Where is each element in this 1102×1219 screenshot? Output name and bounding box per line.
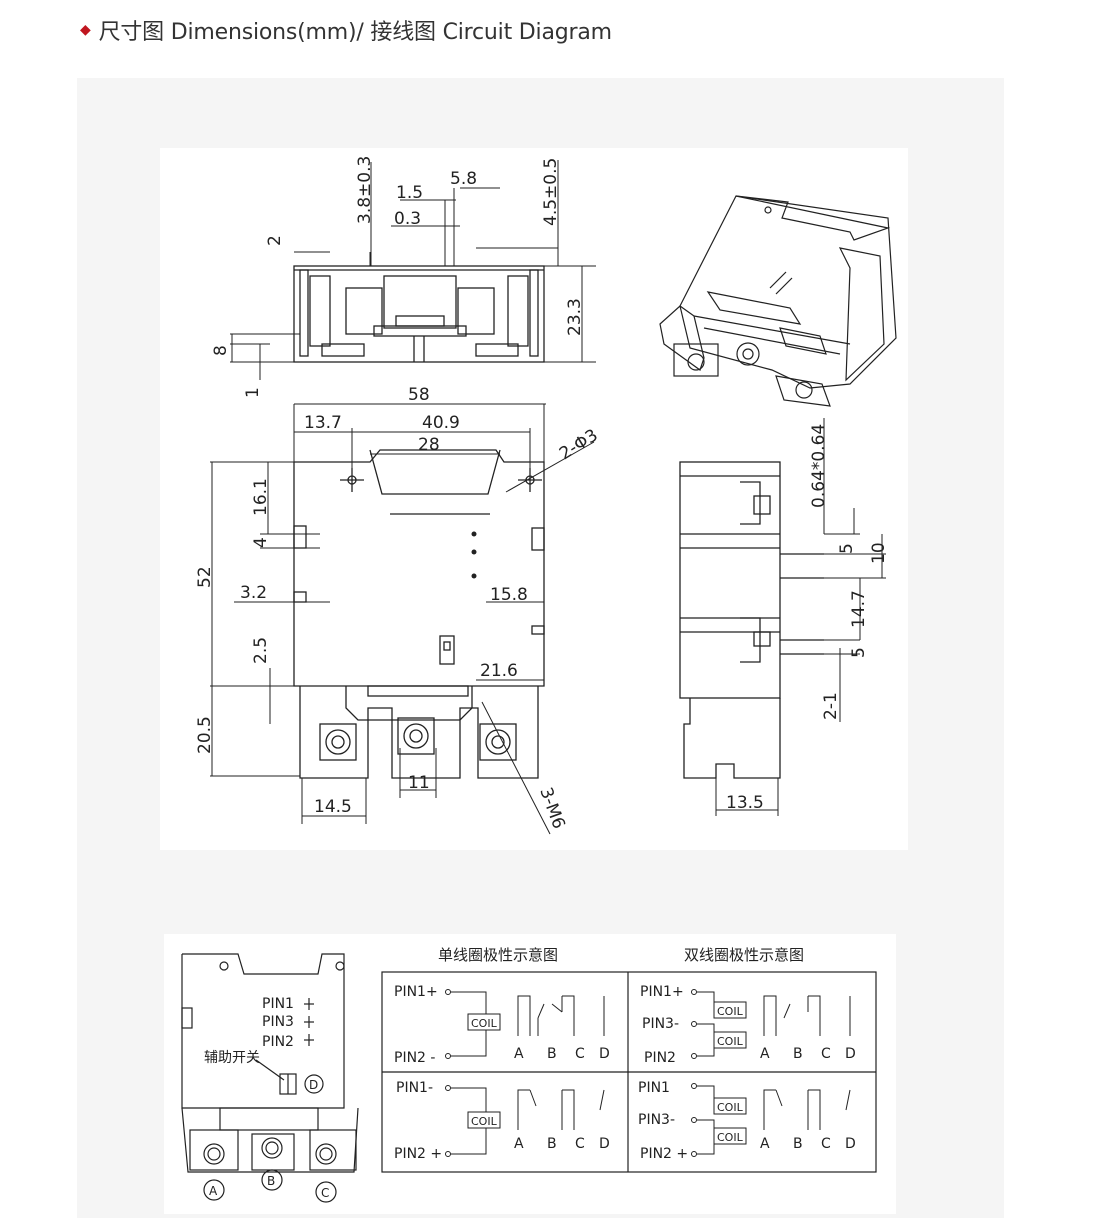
dim-0-3: 0.3 xyxy=(394,209,421,229)
double-bottom-contact-b: B xyxy=(793,1136,803,1152)
dim-13-5: 13.5 xyxy=(726,793,764,813)
dim-2-5: 2.5 xyxy=(251,637,271,664)
dim-1-5: 1.5 xyxy=(396,183,423,203)
dim-14-7: 14.7 xyxy=(849,590,869,628)
dim-15-8: 15.8 xyxy=(490,585,528,605)
double-bottom-contact-a: A xyxy=(760,1136,770,1152)
single-top-cell xyxy=(445,989,605,1059)
double-bottom-coil-1: COIL xyxy=(717,1101,744,1114)
section-heading: ◆ 尺寸图 Dimensions(mm)/ 接线图 Circuit Diagra… xyxy=(80,14,612,46)
dim-40-9: 40.9 xyxy=(422,413,460,433)
dim-4-5: 4.5±0.5 xyxy=(541,158,561,226)
dim-pin-size: 0.64*0.64 xyxy=(809,424,829,508)
diamond-bullet-icon: ◆ xyxy=(80,22,91,38)
top-view xyxy=(293,449,545,779)
terminal-b-marker: B xyxy=(267,1174,275,1188)
dim-14-5: 14.5 xyxy=(314,797,352,817)
single-bottom-pin1: PIN1- xyxy=(396,1080,433,1096)
double-bottom-contact-c: C xyxy=(821,1136,831,1152)
right-side-dims xyxy=(715,418,886,816)
single-bottom-contact-d: D xyxy=(599,1136,610,1152)
dim-21-6: 21.6 xyxy=(480,661,518,681)
single-bottom-cell xyxy=(445,1085,605,1157)
double-top-coil-2: COIL xyxy=(717,1035,744,1048)
aux-d-marker: D xyxy=(309,1078,318,1092)
double-top-contact-c: C xyxy=(821,1046,831,1062)
dim-23-3: 23.3 xyxy=(565,298,585,336)
dim-4: 4 xyxy=(251,537,271,548)
dim-5b: 5 xyxy=(849,647,869,658)
double-coil-title: 双线圈极性示意图 xyxy=(684,946,804,964)
single-coil-title: 单线圈极性示意图 xyxy=(438,946,558,964)
dim-11: 11 xyxy=(408,773,430,793)
relay-pin2-label: PIN2 xyxy=(262,1034,294,1050)
side-view-dims xyxy=(230,160,596,380)
dim-hole: 2-Φ3 xyxy=(556,425,602,464)
single-bottom-contact-c: C xyxy=(575,1136,585,1152)
circuit-table-grid xyxy=(381,971,877,1173)
right-side-view xyxy=(679,461,824,779)
double-bottom-contact-d: D xyxy=(845,1136,856,1152)
circuit-diagram: PIN1 PIN3 PIN2 辅助开关 D A B C 单线圈极性示意图 双线圈… xyxy=(164,934,896,1214)
dimension-drawing-svg: 2 3.8±0.3 1.5 5.8 0.3 4.5±0.5 23.3 8 1 xyxy=(195,156,897,835)
dim-52: 52 xyxy=(195,566,215,588)
section-title: 尺寸图 Dimensions(mm)/ 接线图 Circuit Diagram xyxy=(98,20,612,45)
relay-pin1-label: PIN1 xyxy=(262,996,294,1012)
dim-10: 10 xyxy=(869,542,889,564)
double-top-cell xyxy=(691,989,851,1059)
single-top-contact-d: D xyxy=(599,1046,610,1062)
single-top-contact-a: A xyxy=(514,1046,524,1062)
single-top-pin2: PIN2 - xyxy=(394,1050,435,1066)
terminal-c-marker: C xyxy=(321,1186,329,1200)
dim-3-8: 3.8±0.3 xyxy=(355,156,375,224)
double-top-contact-d: D xyxy=(845,1046,856,1062)
top-view-dims xyxy=(210,403,595,835)
dim-2-1: 2-1 xyxy=(821,692,841,720)
double-bottom-pin1: PIN1 xyxy=(638,1080,670,1096)
single-top-contact-c: C xyxy=(575,1046,585,1062)
single-top-contact-b: B xyxy=(547,1046,557,1062)
pin-dots xyxy=(471,531,477,579)
single-top-coil: COIL xyxy=(471,1017,498,1030)
single-bottom-contact-b: B xyxy=(547,1136,557,1152)
dim-13-7: 13.7 xyxy=(304,413,342,433)
aux-switch-label: 辅助开关 xyxy=(204,1050,260,1066)
dim-2: 2 xyxy=(265,235,285,246)
double-top-pin1: PIN1+ xyxy=(640,984,684,1000)
isometric-view xyxy=(659,195,897,407)
dim-58: 58 xyxy=(408,385,430,405)
dim-1: 1 xyxy=(243,387,263,398)
double-top-pin2: PIN2 xyxy=(644,1050,676,1066)
dim-8: 8 xyxy=(211,345,231,356)
single-bottom-contact-a: A xyxy=(514,1136,524,1152)
side-view xyxy=(293,265,545,363)
double-bottom-coil-2: COIL xyxy=(717,1131,744,1144)
double-top-pin3: PIN3- xyxy=(642,1016,679,1032)
circuit-diagram-svg: PIN1 PIN3 PIN2 辅助开关 D A B C 单线圈极性示意图 双线圈… xyxy=(181,946,877,1203)
dimension-drawing: 2 3.8±0.3 1.5 5.8 0.3 4.5±0.5 23.3 8 1 xyxy=(160,148,908,850)
dim-5-8-small: 5.8 xyxy=(450,169,477,189)
dim-28: 28 xyxy=(418,435,440,455)
relay-outline xyxy=(181,953,359,1203)
dim-3-2: 3.2 xyxy=(240,583,267,603)
double-top-contact-a: A xyxy=(760,1046,770,1062)
dim-5a: 5 xyxy=(837,543,857,554)
dim-16-1: 16.1 xyxy=(251,478,271,516)
double-bottom-pin2: PIN2 + xyxy=(640,1146,688,1162)
double-bottom-pin3: PIN3- xyxy=(638,1112,675,1128)
double-top-contact-b: B xyxy=(793,1046,803,1062)
single-bottom-pin2: PIN2 + xyxy=(394,1146,442,1162)
double-top-coil-1: COIL xyxy=(717,1005,744,1018)
dim-m6: 3-M6 xyxy=(535,785,568,832)
dim-20-5: 20.5 xyxy=(195,716,215,754)
double-bottom-cell xyxy=(691,1083,851,1157)
relay-pin3-label: PIN3 xyxy=(262,1014,294,1030)
terminal-a-marker: A xyxy=(209,1184,218,1198)
single-bottom-coil: COIL xyxy=(471,1115,498,1128)
single-top-pin1: PIN1+ xyxy=(394,984,438,1000)
